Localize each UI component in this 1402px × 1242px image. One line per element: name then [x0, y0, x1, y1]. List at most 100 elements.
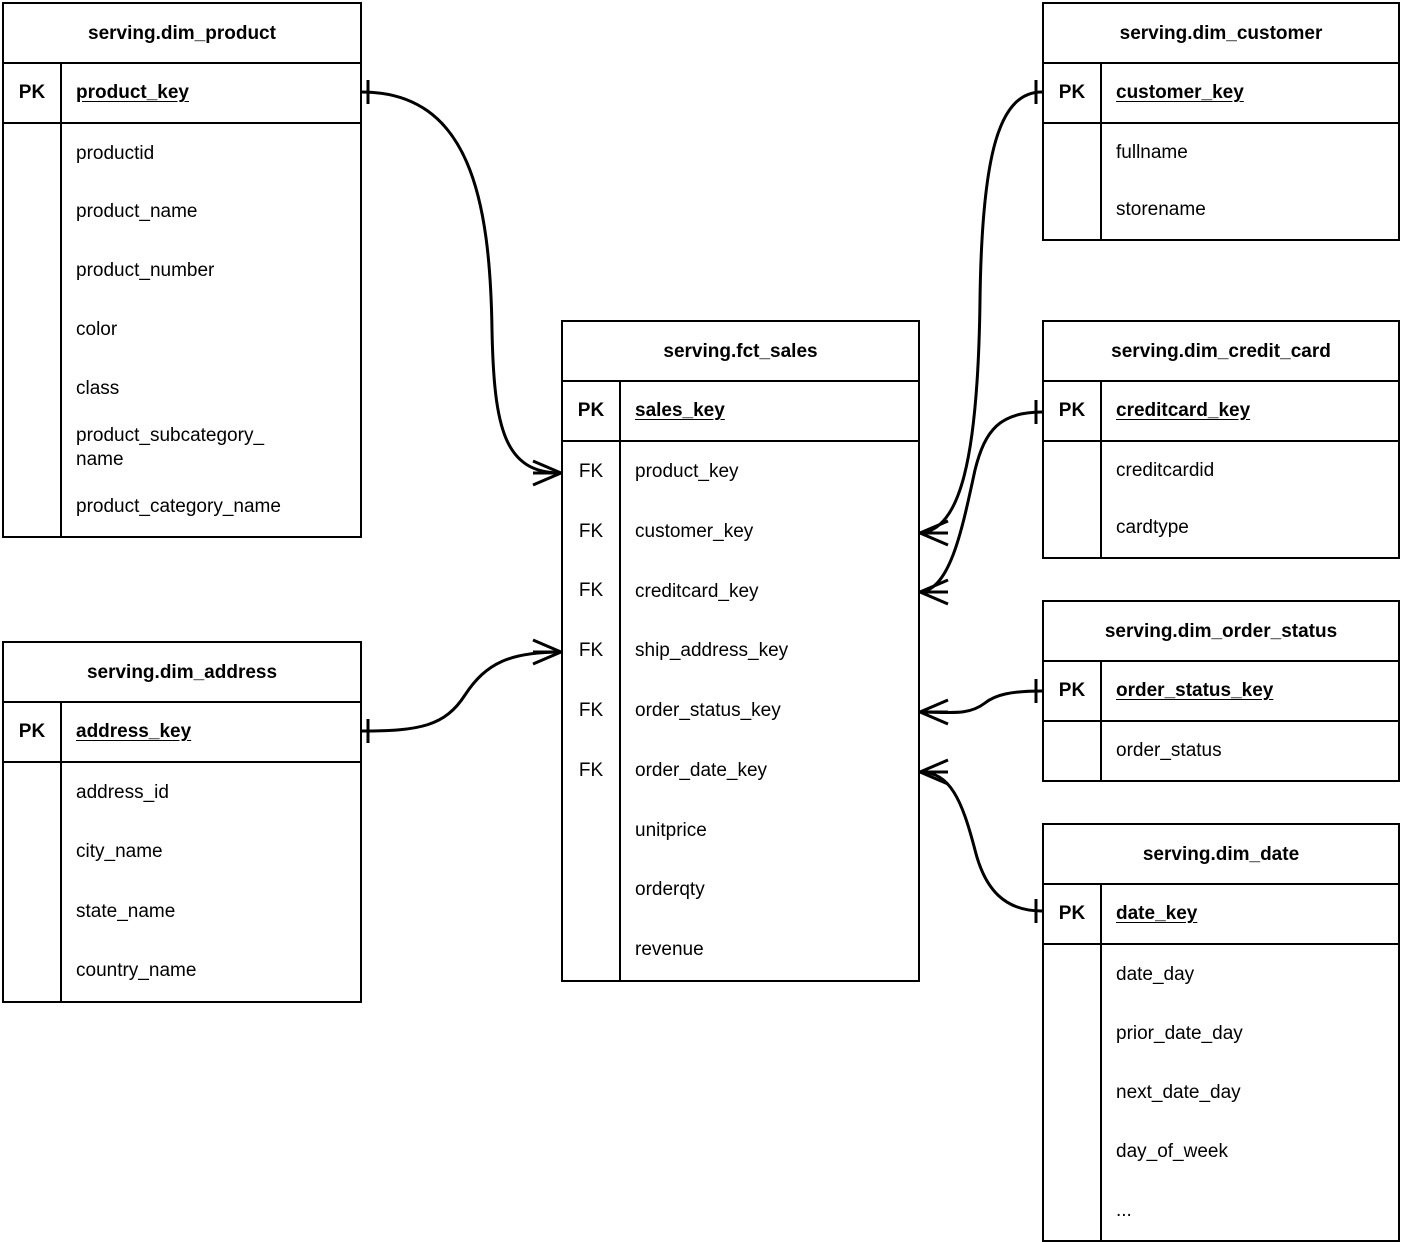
pk-row: PK date_key [1044, 885, 1398, 945]
pk-row: PK sales_key [563, 382, 918, 442]
edge-product-to-sales [361, 80, 562, 487]
fk-badge: FK [578, 460, 604, 482]
key-cell-empty [563, 860, 619, 920]
entity-title: serving.dim_customer [1044, 4, 1398, 64]
key-column [1044, 722, 1102, 780]
pk-badge: PK [1044, 885, 1102, 943]
attribute-row: product_number [76, 260, 215, 282]
pk-badge: PK [1044, 64, 1102, 122]
attribute-row: creditcardid [1116, 459, 1215, 481]
attribute-row: city_name [76, 841, 163, 863]
attribute-row: product_key [635, 461, 739, 483]
entity-dim-order-status[interactable]: serving.dim_order_status PK order_status… [1042, 600, 1400, 782]
pk-badge: PK [1044, 662, 1102, 720]
attribute-row: country_name [76, 960, 197, 982]
key-column [4, 763, 62, 1001]
entity-title: serving.dim_address [4, 643, 360, 703]
pk-badge: PK [4, 64, 62, 122]
key-column [1044, 442, 1102, 557]
pk-row: PK creditcard_key [1044, 382, 1398, 442]
pk-column-name: product_key [76, 82, 189, 103]
name-column: order_status [1102, 722, 1398, 780]
attribute-list: productid product_name product_number co… [4, 124, 360, 536]
attribute-list: address_id city_name state_name country_… [4, 763, 360, 1001]
entity-title: serving.fct_sales [563, 322, 918, 382]
attribute-row: class [76, 377, 120, 399]
key-column [1044, 945, 1102, 1240]
attribute-row: creditcard_key [635, 580, 759, 602]
fk-badge: FK [578, 700, 604, 722]
entity-dim-date[interactable]: serving.dim_date PK date_key date_day pr… [1042, 823, 1400, 1242]
fk-badge: FK [578, 759, 604, 781]
fk-badge: FK [578, 580, 604, 602]
entity-title: serving.dim_date [1044, 825, 1398, 885]
edge-address-to-sales [361, 638, 562, 743]
name-column: fullname storename [1102, 124, 1398, 239]
attribute-row: date_day [1116, 963, 1195, 985]
pk-column-name: creditcard_key [1116, 400, 1251, 421]
name-column: date_day prior_date_day next_date_day da… [1102, 945, 1398, 1240]
attribute-row: product_name [76, 201, 198, 223]
key-column: FK FK FK FK FK FK [563, 442, 621, 980]
attribute-row: order_status_key [635, 700, 781, 722]
key-column [1044, 124, 1102, 239]
entity-title: serving.dim_credit_card [1044, 322, 1398, 382]
name-column: product_key customer_key creditcard_key … [621, 442, 918, 980]
attribute-row: storename [1116, 199, 1206, 221]
attribute-row: prior_date_day [1116, 1022, 1243, 1044]
attribute-list: creditcardid cardtype [1044, 442, 1398, 557]
entity-dim-customer[interactable]: serving.dim_customer PK customer_key ful… [1042, 2, 1400, 241]
attribute-row: cardtype [1116, 517, 1189, 539]
fk-badge: FK [578, 640, 604, 662]
entity-title: serving.dim_product [4, 4, 360, 64]
entity-title: serving.dim_order_status [1044, 602, 1398, 662]
attribute-row: day_of_week [1116, 1140, 1228, 1162]
name-column: productid product_name product_number co… [62, 124, 360, 536]
pk-row: PK product_key [4, 64, 360, 124]
key-cell-empty [563, 801, 619, 861]
name-column: creditcardid cardtype [1102, 442, 1398, 557]
pk-badge: PK [4, 703, 62, 761]
attribute-row: unitprice [635, 819, 707, 841]
attribute-row: color [76, 319, 118, 341]
pk-column-name: order_status_key [1116, 680, 1274, 701]
key-column [4, 124, 62, 536]
pk-row: PK order_status_key [1044, 662, 1398, 722]
key-cell-empty [563, 920, 619, 980]
attribute-row: order_status [1116, 740, 1222, 762]
attribute-list: date_day prior_date_day next_date_day da… [1044, 945, 1398, 1240]
pk-badge: PK [1044, 382, 1102, 440]
attribute-row: orderqty [635, 879, 705, 901]
edge-date-to-sales [919, 758, 1043, 923]
attribute-row: order_date_key [635, 759, 768, 781]
entity-fct-sales[interactable]: serving.fct_sales PK sales_key FK FK FK … [561, 320, 920, 982]
entity-dim-credit-card[interactable]: serving.dim_credit_card PK creditcard_ke… [1042, 320, 1400, 559]
entity-dim-address[interactable]: serving.dim_address PK address_key addre… [2, 641, 362, 1003]
attribute-row: productid [76, 142, 155, 164]
edge-orderstatus-to-sales [919, 679, 1043, 726]
pk-column-name: address_key [76, 721, 192, 742]
attribute-row: ... [1116, 1199, 1132, 1221]
edge-creditcard-to-sales [919, 400, 1043, 606]
attribute-row: revenue [635, 939, 704, 961]
attribute-list: order_status [1044, 722, 1398, 780]
pk-row: PK customer_key [1044, 64, 1398, 124]
attribute-row: ship_address_key [635, 640, 789, 662]
fk-badge: FK [578, 520, 604, 542]
edge-customer-to-sales [919, 80, 1043, 547]
name-column: address_id city_name state_name country_… [62, 763, 360, 1001]
pk-column-name: customer_key [1116, 82, 1244, 103]
attribute-row: product_subcategory_ name [76, 424, 265, 470]
pk-column-name: sales_key [635, 400, 725, 421]
attribute-row: product_category_name [76, 495, 281, 517]
attribute-row: next_date_day [1116, 1081, 1241, 1103]
attribute-row: customer_key [635, 520, 754, 542]
attribute-list: fullname storename [1044, 124, 1398, 239]
entity-dim-product[interactable]: serving.dim_product PK product_key produ… [2, 2, 362, 538]
pk-badge: PK [563, 382, 621, 440]
pk-row: PK address_key [4, 703, 360, 763]
pk-column-name: date_key [1116, 903, 1198, 924]
attribute-row: state_name [76, 900, 176, 922]
attribute-list: FK FK FK FK FK FK product_key customer_k… [563, 442, 918, 980]
